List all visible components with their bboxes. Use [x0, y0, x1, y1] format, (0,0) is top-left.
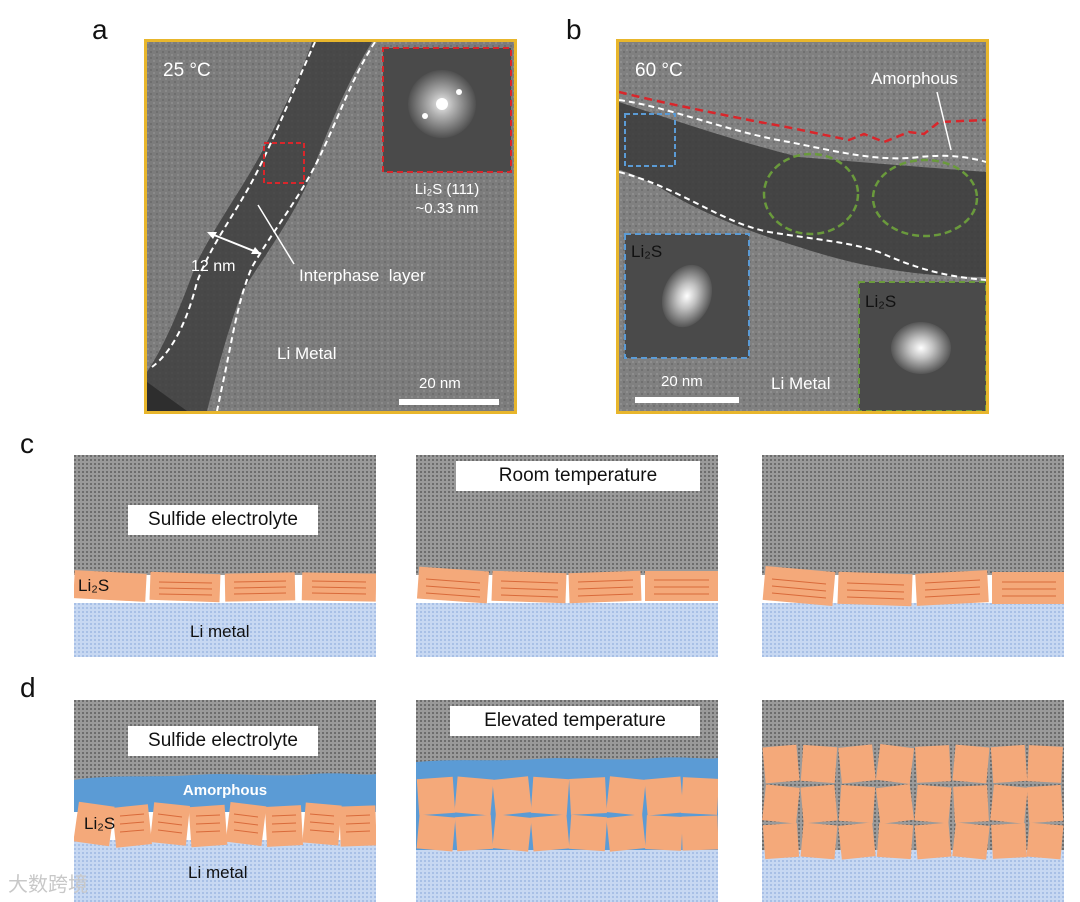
scalebar-label-a: 20 nm [419, 375, 461, 392]
schematic-c2-drawing [416, 455, 718, 657]
panel-label-d: d [20, 672, 36, 703]
inset-green-label: Li₂S [865, 292, 897, 311]
schematic-d1: Sulfide electrolyte Amorphous Li₂S Li me… [74, 700, 376, 902]
panel-label-b: b [566, 14, 582, 45]
tem-image-a: 25 °C Li₂S (111) ~0.33 nm 12 nm Interpha… [144, 39, 517, 414]
fft-label-a: Li₂S (111) ~0.33 nm [383, 180, 511, 218]
amorphous-label-b: Amorphous [871, 69, 958, 88]
tem-image-b: 60 °C Amorphous Li₂S Li₂S Li Metal 20 nm [616, 39, 989, 414]
temperature-label-b: 60 °C [635, 60, 683, 81]
tem-image-a-drawing [147, 42, 514, 411]
scalebar-label-b: 20 nm [661, 373, 703, 390]
li-metal-label-c: Li metal [190, 622, 250, 641]
condition-label-c: Room temperature [456, 461, 700, 491]
watermark: 大数跨境 [8, 874, 88, 896]
interphase-label: Interphase layer [299, 266, 426, 285]
fft-label-a-line1: Li₂S (111) [414, 181, 480, 198]
schematic-c2: Room temperature [416, 455, 718, 657]
schematic-d2: Elevated temperature [416, 700, 718, 902]
schematic-c1: Sulfide electrolyte Li₂S Li metal [74, 455, 376, 657]
temperature-label-a: 25 °C [163, 60, 211, 81]
schematic-c3 [762, 455, 1064, 657]
schematic-d3 [762, 700, 1064, 902]
schematic-d1-drawing [74, 700, 376, 902]
inset-blue-label: Li₂S [631, 242, 663, 261]
tem-image-b-drawing [619, 42, 986, 411]
condition-label-d: Elevated temperature [450, 706, 700, 736]
fft-label-a-line2: ~0.33 nm [415, 200, 479, 217]
li-metal-label-b: Li Metal [771, 374, 831, 393]
electrolyte-label-c: Sulfide electrolyte [128, 505, 318, 535]
li2s-label-d: Li₂S [84, 814, 116, 833]
schematic-d3-drawing [762, 700, 1064, 902]
schematic-c3-drawing [762, 455, 1064, 657]
panel-label-a: a [92, 14, 108, 45]
thickness-label: 12 nm [191, 258, 236, 275]
li2s-label-c: Li₂S [78, 576, 110, 595]
amorphous-label-d: Amorphous [182, 782, 268, 799]
li-metal-label-d: Li metal [188, 863, 248, 882]
panel-label-c: c [20, 428, 34, 459]
electrolyte-label-d: Sulfide electrolyte [128, 726, 318, 756]
li-metal-label-a: Li Metal [277, 344, 337, 363]
